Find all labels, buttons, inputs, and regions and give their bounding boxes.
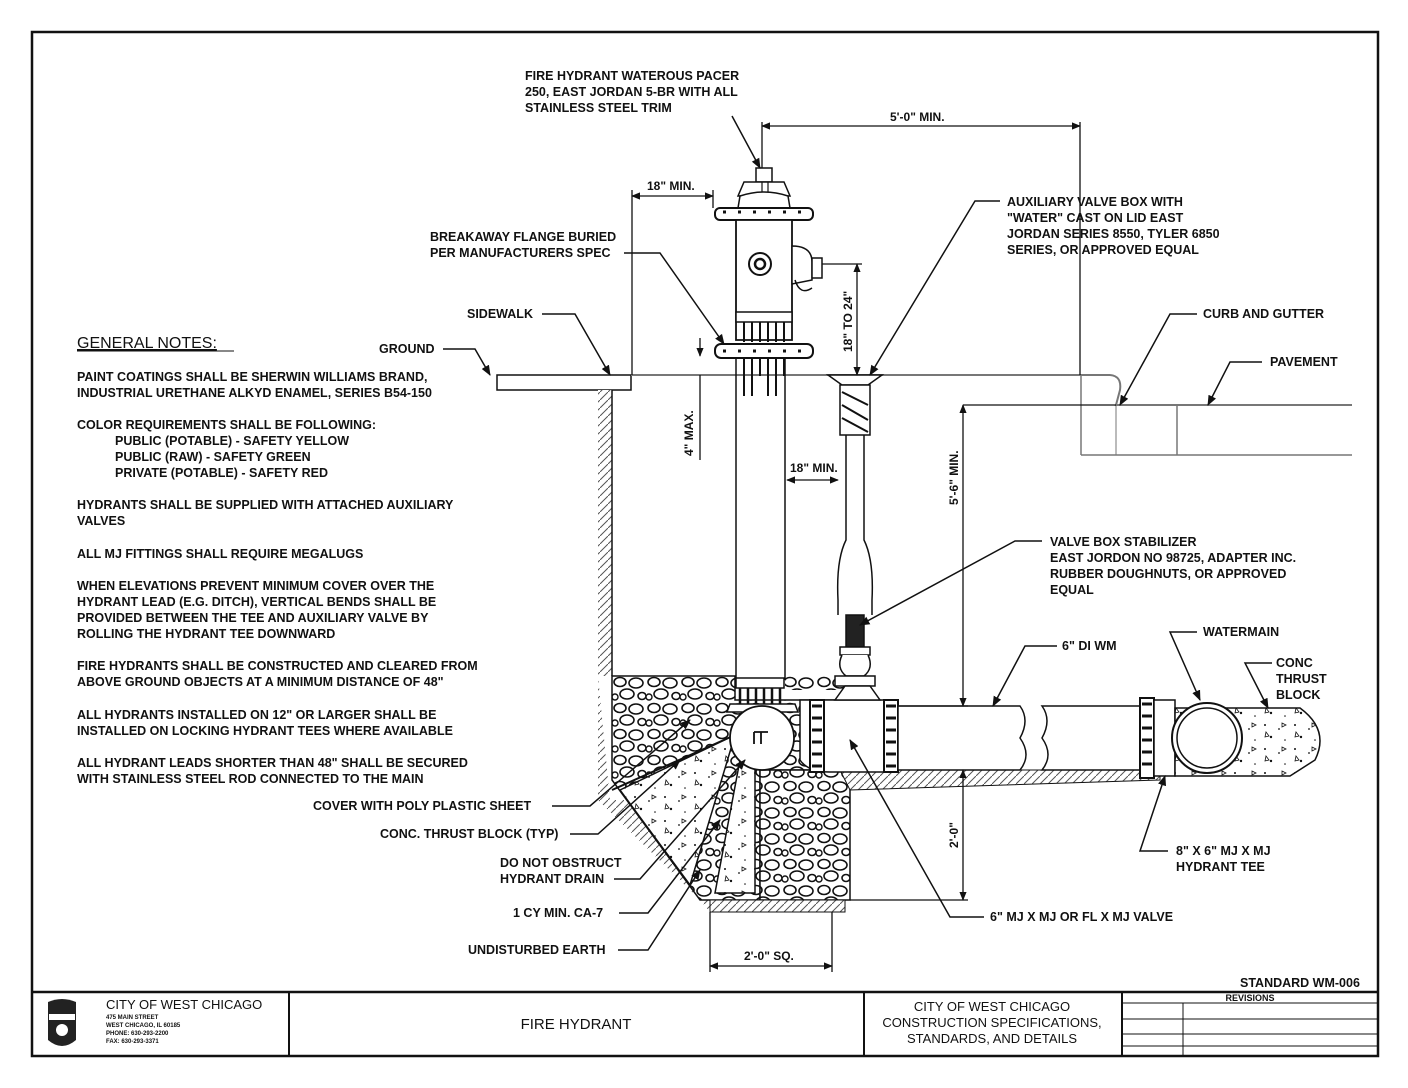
city-address-line: WEST CHICAGO, IL 60185 <box>106 1023 181 1029</box>
city-seal-logo <box>48 999 76 1046</box>
curb-and-gutter <box>1109 374 1352 406</box>
sidewalk-slab <box>496 374 632 391</box>
ca7-label: 1 CY MIN. CA-7 <box>513 906 603 920</box>
stabilizer-callout-line-4: EQUAL <box>1050 583 1094 597</box>
drain-label-line-2: HYDRANT DRAIN <box>500 872 604 886</box>
dim-18-to-24: 18" TO 24" <box>841 291 855 352</box>
stabilizer-callout-line-1: VALVE BOX STABILIZER <box>1050 535 1197 549</box>
standard-number: STANDARD WM-006 <box>1240 976 1360 990</box>
dimension-labels: 5'-0" MIN. 18" MIN. 18" TO 24" 4" MAX. 1… <box>647 110 961 963</box>
aux-box-callout-line-1: AUXILIARY VALVE BOX WITH <box>1007 195 1183 209</box>
sheet-border <box>30 30 1380 1058</box>
curb-label: CURB AND GUTTER <box>1203 307 1324 321</box>
note-line: ALL HYDRANT LEADS SHORTER THAN 48" SHALL… <box>77 756 468 770</box>
hydrant-callout-line-2: 250, EAST JORDAN 5-BR WITH ALL <box>525 85 738 99</box>
note-line: HYDRANT LEAD (E.G. DITCH), VERTICAL BEND… <box>77 595 436 609</box>
conc-thrust-line-3: BLOCK <box>1276 688 1320 702</box>
auxiliary-valve-assembly <box>799 374 899 773</box>
watermain-label: WATERMAIN <box>1203 625 1279 639</box>
dim-2ft: 2'-0" <box>947 822 961 848</box>
dim-4-max: 4" MAX. <box>682 410 696 456</box>
note-line: WITH STAINLESS STEEL ROD CONNECTED TO TH… <box>77 772 424 786</box>
drawing-title: FIRE HYDRANT <box>521 1016 632 1033</box>
note-line: ALL MJ FITTINGS SHALL REQUIRE MEGALUGS <box>77 547 363 561</box>
note-line: ROLLING THE HYDRANT TEE DOWNWARD <box>77 627 335 641</box>
sidewalk-label: SIDEWALK <box>467 307 533 321</box>
revisions-header: REVISIONS <box>1225 993 1274 1003</box>
dim-2ft-sq: 2'-0" SQ. <box>744 949 794 963</box>
stabilizer-callout-line-2: EAST JORDON NO 98725, ADAPTER INC. <box>1050 551 1296 565</box>
ground-section <box>496 374 1352 912</box>
hydrant-callout-line-3: STAINLESS STEEL TRIM <box>525 101 672 115</box>
note-line: PUBLIC (POTABLE) - SAFETY YELLOW <box>115 434 349 448</box>
note-line: ALL HYDRANTS INSTALLED ON 12" OR LARGER … <box>77 708 436 722</box>
drain-label-line-1: DO NOT OBSTRUCT <box>500 856 622 870</box>
title-block: STANDARD WM-006 REVISIONS CITY OF WEST C… <box>32 976 1378 1056</box>
breakaway-callout-line-1: BREAKAWAY FLANGE BURIED <box>430 230 616 244</box>
leader-lines <box>443 115 1272 951</box>
dimension-lines <box>631 122 1116 972</box>
note-line: INSTALLED ON LOCKING HYDRANT TEES WHERE … <box>77 724 453 738</box>
note-line: PUBLIC (RAW) - SAFETY GREEN <box>115 450 311 464</box>
note-line: COLOR REQUIREMENTS SHALL BE FOLLOWING: <box>77 418 376 432</box>
tee-label-line-1: 8" X 6" MJ X MJ <box>1176 844 1271 858</box>
note-line: INDUSTRIAL URETHANE ALKYD ENAMEL, SERIES… <box>77 386 432 400</box>
spec-line-2: CONSTRUCTION SPECIFICATIONS, <box>882 1015 1101 1030</box>
city-address-line: 475 MAIN STREET <box>106 1015 159 1021</box>
callout-labels: FIRE HYDRANT WATEROUS PACER 250, EAST JO… <box>313 69 1338 957</box>
tee-label-line-2: HYDRANT TEE <box>1176 860 1265 874</box>
conc-thrust-line-1: CONC <box>1276 656 1313 670</box>
dim-5-6-min: 5'-6" MIN. <box>947 450 961 505</box>
spec-line-3: STANDARDS, AND DETAILS <box>907 1031 1077 1046</box>
ground-label: GROUND <box>379 342 435 356</box>
general-notes-heading: GENERAL NOTES: <box>77 335 217 352</box>
conc-thrust-line-2: THRUST <box>1276 672 1327 686</box>
hydrant-callout-line-1: FIRE HYDRANT WATEROUS PACER <box>525 69 739 83</box>
pavement-label: PAVEMENT <box>1270 355 1338 369</box>
note-line: HYDRANTS SHALL BE SUPPLIED WITH ATTACHED… <box>77 498 454 512</box>
breakaway-callout-line-2: PER MANUFACTURERS SPEC <box>430 246 611 260</box>
note-line: PROVIDED BETWEEN THE TEE AND AUXILIARY V… <box>77 611 429 625</box>
stabilizer-callout-line-3: RUBBER DOUGHNUTS, OR APPROVED <box>1050 567 1286 581</box>
earth-left-wall <box>598 390 612 676</box>
aux-box-callout-line-3: JORDAN SERIES 8550, TYLER 6850 <box>1007 227 1220 241</box>
note-line: PAINT COATINGS SHALL BE SHERWIN WILLIAMS… <box>77 370 427 384</box>
thrust-typ-label: CONC. THRUST BLOCK (TYP) <box>380 827 558 841</box>
di-wm-label: 6" DI WM <box>1062 639 1117 653</box>
dim-18-min-top: 18" MIN. <box>647 179 695 193</box>
city-name: CITY OF WEST CHICAGO <box>106 997 262 1012</box>
dim-5ft-min: 5'-0" MIN. <box>890 110 945 124</box>
valve-label: 6" MJ X MJ OR FL X MJ VALVE <box>990 910 1173 924</box>
fire-hydrant <box>714 167 823 771</box>
poly-label: COVER WITH POLY PLASTIC SHEET <box>313 799 531 813</box>
city-phone: PHONE: 630-293-2200 <box>106 1031 169 1037</box>
aux-box-callout-line-4: SERIES, OR APPROVED EQUAL <box>1007 243 1199 257</box>
note-line: ABOVE GROUND OBJECTS AT A MINIMUM DISTAN… <box>77 675 444 689</box>
note-line: FIRE HYDRANTS SHALL BE CONSTRUCTED AND C… <box>77 659 478 673</box>
earth-label: UNDISTURBED EARTH <box>468 943 606 957</box>
general-notes: GENERAL NOTES: PAINT COATINGS SHALL BE S… <box>77 335 478 786</box>
watermain-piping <box>897 697 1321 779</box>
aux-box-callout-line-2: "WATER" CAST ON LID EAST <box>1007 211 1184 225</box>
dim-18-min-mid: 18" MIN. <box>790 461 838 475</box>
watermain-section <box>1171 702 1243 774</box>
spec-line-1: CITY OF WEST CHICAGO <box>914 999 1070 1014</box>
note-line: VALVES <box>77 514 125 528</box>
note-line: WHEN ELEVATIONS PREVENT MINIMUM COVER OV… <box>77 579 434 593</box>
city-fax: FAX: 630-293-3371 <box>106 1039 159 1045</box>
note-line: PRIVATE (POTABLE) - SAFETY RED <box>115 466 328 480</box>
valve-box-stabilizer <box>845 614 865 648</box>
